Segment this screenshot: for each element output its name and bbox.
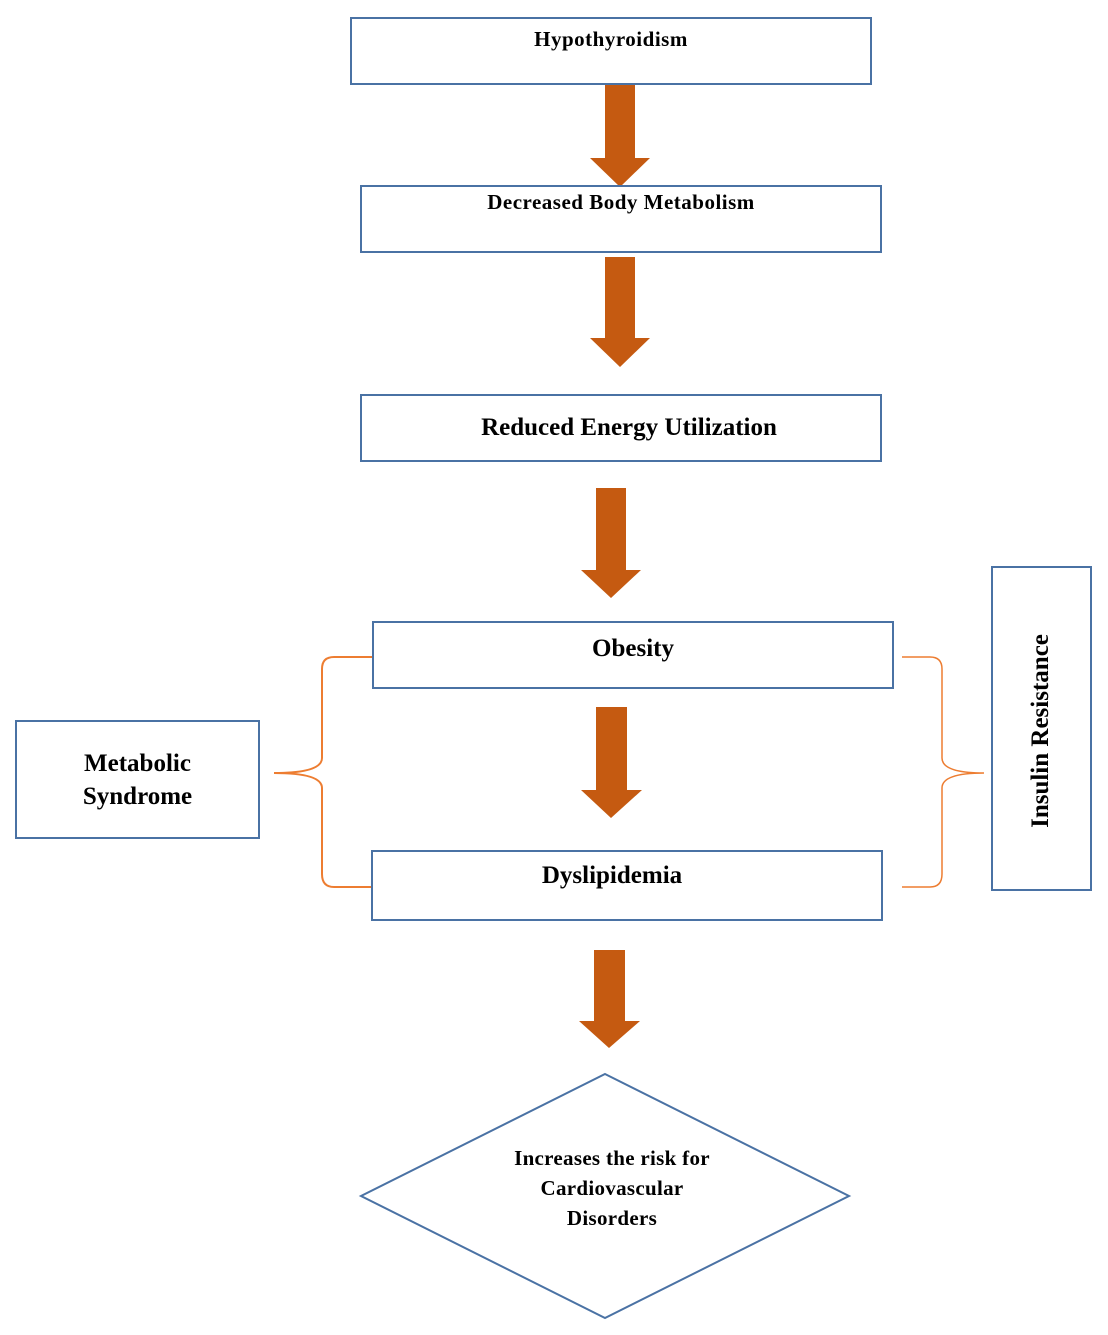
node-reduced-energy: Reduced Energy Utilization — [360, 394, 882, 462]
node-dyslipidemia-label: Dyslipidemia — [541, 862, 683, 889]
arrow-energy-to-obesity — [581, 488, 641, 598]
node-reduced-energy-label: Reduced Energy Utilization — [481, 414, 777, 441]
node-dyslipidemia: Dyslipidemia — [371, 850, 883, 921]
node-decreased-metabolism: Decreased Body Metabolism — [360, 185, 882, 253]
node-outcome-line2: Cardiovascular — [540, 1176, 684, 1200]
arrow-metabolism-to-energy — [590, 257, 650, 367]
node-insulin-resistance-label: Insulin Resistance — [1027, 634, 1054, 828]
arrow-obesity-to-dyslipidemia — [581, 707, 642, 818]
outcome-diamond — [358, 1072, 852, 1320]
node-obesity-label: Obesity — [592, 635, 674, 662]
node-decreased-metabolism-label: Decreased Body Metabolism — [487, 190, 755, 214]
node-hypothyroidism-label: Hypothyroidism — [534, 27, 688, 51]
node-outcome-label: Increases the risk for Cardiovascular Di… — [462, 1143, 762, 1233]
metabolic-syndrome-bracket — [273, 656, 372, 888]
arrow-dyslipidemia-to-outcome — [579, 950, 640, 1048]
node-obesity: Obesity — [372, 621, 894, 689]
node-metabolic-syndrome-line2: Syndrome — [82, 782, 193, 810]
node-outcome-line1: Increases the risk for — [514, 1146, 710, 1170]
insulin-resistance-bracket — [902, 656, 985, 888]
arrow-hypothyroidism-to-metabolism — [590, 77, 650, 187]
node-metabolic-syndrome: Metabolic Syndrome — [15, 720, 260, 839]
node-insulin-resistance — [991, 566, 1092, 891]
node-metabolic-syndrome-line1: Metabolic — [84, 749, 191, 777]
node-outcome-line3: Disorders — [566, 1206, 658, 1230]
node-hypothyroidism: Hypothyroidism — [350, 17, 872, 85]
